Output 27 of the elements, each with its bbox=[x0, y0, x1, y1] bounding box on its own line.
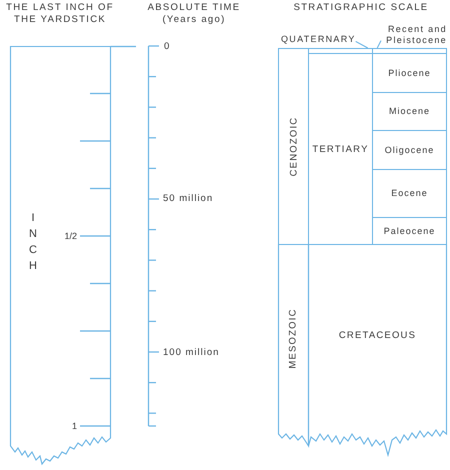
era-name: CENOZOIC bbox=[288, 116, 299, 176]
period-name: CRETACEOUS bbox=[338, 330, 416, 340]
axis-label: 0 bbox=[164, 40, 170, 52]
axis-label: 100 million bbox=[163, 346, 220, 358]
ruler bbox=[10, 46, 111, 465]
era-name: MESOZOIC bbox=[288, 308, 299, 368]
leader-line bbox=[355, 40, 368, 48]
period-name: TERTIARY bbox=[312, 144, 369, 154]
leader-line bbox=[376, 40, 382, 48]
epoch-label: Recent and Pleistocene bbox=[381, 24, 447, 46]
tick-label: 1/2 bbox=[64, 230, 77, 242]
column-heading: ABSOLUTE TIME (Years ago) bbox=[146, 2, 242, 26]
vertical-label: INCH bbox=[28, 211, 38, 274]
epoch-band bbox=[372, 48, 447, 54]
epoch-name: Paleocene bbox=[384, 226, 436, 236]
column-heading: THE LAST INCH OF THE YARDSTICK bbox=[5, 2, 115, 26]
epoch-name: Oligocene bbox=[384, 144, 434, 156]
epoch-name: Miocene bbox=[388, 106, 430, 117]
epoch-name: Eocene bbox=[391, 188, 428, 199]
column-heading: STRATIGRAPHIC SCALE bbox=[292, 2, 430, 14]
epoch-name: Pliocene bbox=[388, 68, 431, 78]
period-label: QUATERNARY bbox=[281, 34, 356, 44]
axis-label: 50 million bbox=[163, 192, 214, 204]
tick-label: 1 bbox=[72, 420, 77, 432]
era-cell bbox=[278, 244, 309, 447]
era-cell bbox=[278, 48, 309, 245]
period-cell bbox=[308, 244, 447, 456]
